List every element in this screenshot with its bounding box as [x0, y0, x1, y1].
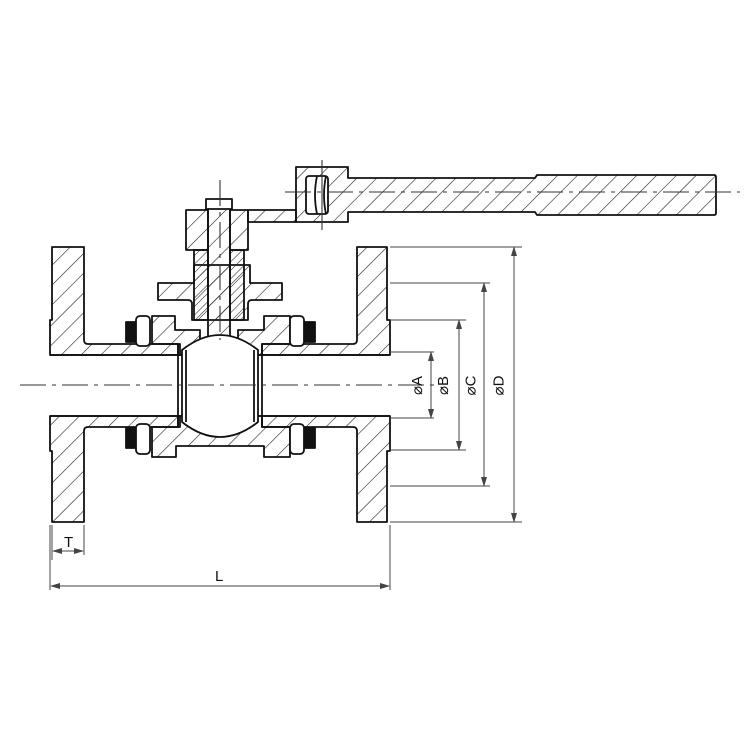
bolt-right-lower — [289, 423, 316, 455]
bolt-right-upper — [289, 315, 316, 347]
handle-lever — [247, 166, 717, 223]
dim-label-c: ⌀C — [462, 375, 480, 396]
dim-label-b: ⌀B — [435, 375, 453, 396]
bolt-left-lower — [125, 423, 151, 455]
dim-label-a: ⌀A — [409, 375, 427, 396]
dimension-lines — [49, 246, 522, 590]
dim-label-t: T — [64, 534, 74, 551]
left-flange-lower — [49, 415, 181, 523]
bolt-left-upper — [125, 315, 151, 347]
dim-label-l: L — [215, 568, 224, 585]
dim-label-d: ⌀D — [490, 375, 508, 396]
stem — [205, 198, 233, 339]
ball — [177, 334, 263, 438]
centerlines — [20, 160, 740, 386]
handle-hub — [185, 209, 249, 251]
right-flange-lower — [261, 415, 391, 523]
packing-housing — [193, 249, 245, 321]
